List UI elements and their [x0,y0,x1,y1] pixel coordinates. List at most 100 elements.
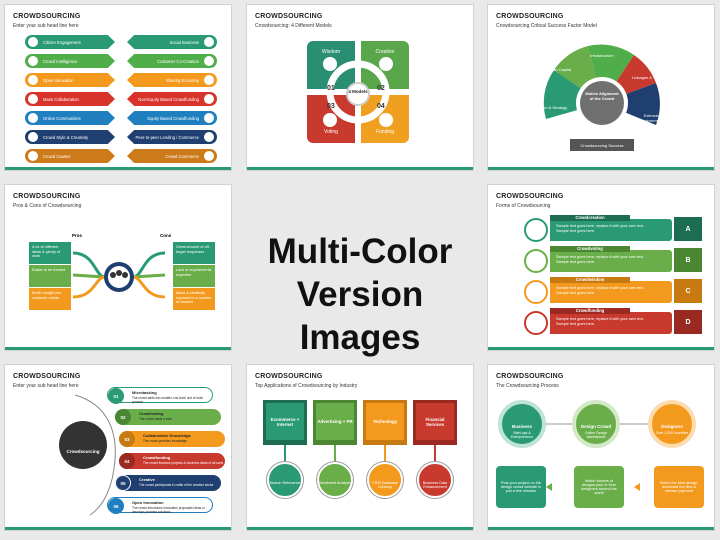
list-item: Social Business [127,35,217,49]
application-circle [317,462,353,498]
stage-description: Post your project on the design crowd we… [496,466,546,508]
item-icon [28,132,38,142]
item-icon [28,151,38,161]
stage-circle: Business Start-ups & Entrepreneurs [498,400,546,448]
list-item: Customer Co-Creation [127,54,217,68]
segment-label: Vision & Strategy [536,105,568,110]
list-item: Equity Based Crowdfunding [127,111,217,125]
slide-subtitle: Pros & Cons of Crowdsourcing [13,203,82,209]
slide-subtitle: Crowdsourcing: 4 Different Models [255,23,332,29]
item-icon [204,37,214,47]
slide-subtitle: The Crowdsourcing Process [496,383,559,389]
item-icon [28,113,38,123]
industry-connectors [284,445,436,462]
slide-thumbnail-8[interactable]: CROWDSOURCING Top Applications of Crowds… [246,364,474,531]
form-row: Crowdfunding Sample text goes here, repl… [524,308,702,335]
slide-thumbnail-2[interactable]: CROWDSOURCING Crowdsourcing: 4 Different… [246,4,474,171]
slide-thumbnail-9[interactable]: CROWDSOURCING The Crowdsourcing Process … [487,364,715,531]
pros-item: A lot of different ideas & plenty of wor… [29,242,71,264]
segment-label: Human Capital [544,67,572,72]
application-label: Search Relevance [269,481,301,485]
list-item: Crowd Style & Creativity [25,130,115,144]
slide-thumbnail-6[interactable]: CROWDSOURCING Forms of Crowdsourcing Cro… [487,184,715,351]
form-row: Crowdwisdom Sample text goes here, repla… [524,277,702,304]
application-circle [267,462,303,498]
application-circle [367,462,403,498]
pros-item: Easier to be funded [29,265,71,287]
step-item: 02 Crowdvoting The crowd casts a vote [115,409,221,425]
form-icon [524,311,548,335]
list-item: Citizen Engagement [25,35,115,49]
pros-cons-connectors [72,251,166,299]
item-icon [28,75,38,85]
industry-card: Advertising + PR [313,400,357,445]
form-icon [524,218,548,242]
slide-title: CROWDSOURCING [496,193,564,200]
quadrant-number: 04 [377,103,385,110]
slide-thumbnail-3[interactable]: CROWDSOURCING Crowdsourcing Critical Suc… [487,4,715,171]
list-item: Non-Equity Based Crowdfunding [127,92,217,106]
step-item: 06 Open Innovation The crowd introduces … [107,497,213,514]
quadrant-number: 01 [327,85,335,92]
industry-card: Ecommerce + Internet [263,400,307,445]
center-motive-label: Motive Alignment of the Crowd [585,91,619,101]
industry-card: Financial Services [413,400,457,445]
stage-circle: Design Crowd Online Design Marketplace [572,400,620,448]
list-item: Online Communities [25,111,115,125]
form-icon [524,249,548,273]
slide-title: CROWDSOURCING [255,13,323,20]
item-icon [204,151,214,161]
model-connector-ring [323,57,393,127]
application-label: Sentiment Analysis [318,481,352,485]
slide-subtitle: Enter your sub head line here [13,383,79,389]
item-icon [204,94,214,104]
stage-description: Watch dozens of designs pour in from des… [574,466,624,508]
quadrant-number: 02 [377,85,385,92]
process-arc [59,394,116,516]
slide-thumbnail-4[interactable]: CROWDSOURCING Pros & Cons of Crowdsourci… [4,184,232,351]
form-row: Crowdcreation Sample text goes here, rep… [524,215,702,242]
item-icon [28,37,38,47]
list-item: Crowd Intelligence [25,54,115,68]
slide-subtitle: Enter your sub head line here [13,23,79,29]
slide-title: CROWDSOURCING [496,13,564,20]
hub-label: Crowdsourcing [66,449,100,454]
segment-label: Infrastructure [590,53,614,58]
industry-card: Technology [363,400,407,445]
quadrant-number: 03 [327,103,335,110]
list-item: Crowd Commerce [127,149,217,163]
slide-title: CROWDSOURCING [255,373,323,380]
application-label: CRM Database Cleanup [372,481,398,489]
slide-title: CROWDSOURCING [496,373,564,380]
form-row: Crowdvoting Sample text goes here, repla… [524,246,702,273]
step-item: 04 Crowdfunding The crowd finances proje… [119,453,225,469]
stage-circle: Designers Over 1,000 countries [648,400,696,448]
success-factor-donut [543,44,660,129]
application-circle [417,462,453,498]
form-icon [524,280,548,304]
list-item: Crowd Causes [25,149,115,163]
step-item: 01 Microtasking The crowd adds into smal… [107,387,213,404]
multi-color-heading: Multi-Color Version Images [267,232,453,357]
slide-title: CROWDSOURCING [13,13,81,20]
item-icon [204,113,214,123]
item-icon [28,94,38,104]
stage-description: Select the best design, download the fil… [654,466,704,508]
slide-subtitle: Forms of Crowdsourcing [496,203,551,209]
slide-thumbnail-1[interactable]: CROWDSOURCING Enter your sub head line h… [4,4,232,171]
list-item: Peer-to-peer Lending / Commerce [127,130,217,144]
cons-item: Great amount of off-target responses [173,242,215,264]
slide-title: CROWDSOURCING [13,193,81,200]
item-icon [204,56,214,66]
step-item: 03 Collaborative Knowledge The crowd pro… [119,431,225,447]
item-icon [28,56,38,66]
slide-subtitle: Crowdsourcing Critical Success Factor Mo… [496,23,597,29]
cons-label: Cons [160,233,172,238]
step-item: 05 Creative The crowd participants in cr… [115,475,221,491]
item-icon [204,75,214,85]
pros-label: Pros [72,233,83,238]
list-item: Sharing Economy [127,73,217,87]
segment-label: External Environment [639,113,663,123]
pros-item: Better insight into customer needs [29,288,71,310]
slide-thumbnail-7[interactable]: CROWDSOURCING Enter your sub head line h… [4,364,232,531]
